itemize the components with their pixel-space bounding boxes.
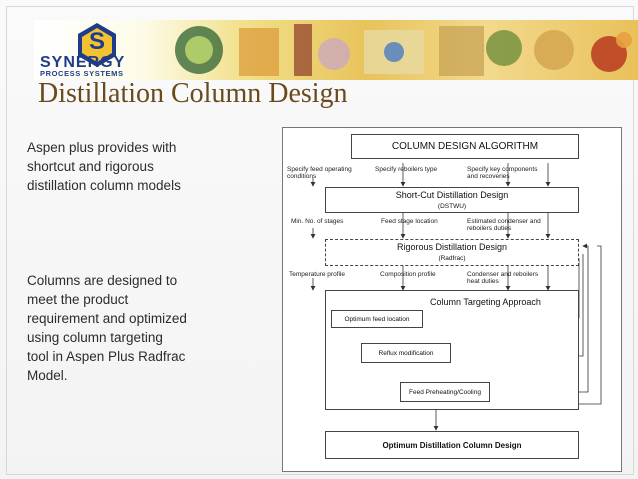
paragraph-shortcut: Aspen plus provides with shortcut and ri…: [27, 140, 181, 193]
banner-art: [34, 20, 638, 80]
final-design-box: Optimum Distillation Column Design: [325, 431, 579, 459]
step-feed-preheating: Feed Preheating/Cooling: [400, 382, 490, 402]
logo-hex-icon: [78, 23, 116, 67]
paragraph-targeting: Columns are designed to meet the product…: [27, 273, 187, 383]
logo-name: SYNERGY: [40, 54, 126, 71]
algorithm-title-box: COLUMN DESIGN ALGORITHM: [351, 134, 579, 159]
input-feed-conditions: Specify feed operating conditions: [287, 166, 352, 180]
logo-letter: S: [89, 28, 106, 55]
output-composition-profile: Composition profile: [380, 271, 436, 278]
output-heat-duties: Condenser and reboilers heat duties: [467, 271, 539, 285]
slide-title: Distillation Column Design: [38, 78, 348, 109]
output-min-stages: Min. No. of stages: [291, 218, 344, 225]
shortcut-subtitle: (DSTWU): [437, 203, 467, 210]
output-feed-stage: Feed stage location: [381, 218, 438, 225]
final-design-label: Optimum Distillation Column Design: [382, 441, 522, 450]
rigorous-subtitle: (Radfrac): [438, 255, 466, 262]
input-key-components: Specify key components and recoveries: [467, 166, 538, 180]
rigorous-title: Rigorous Distillation Design: [396, 242, 508, 252]
output-temperature-profile: Temperature profile: [289, 271, 345, 278]
algorithm-title: COLUMN DESIGN ALGORITHM: [391, 141, 539, 152]
input-reboiler-type: Specify reboilers type: [375, 166, 438, 173]
shortcut-design-box: Short-Cut Distillation Design (DSTWU): [325, 187, 579, 213]
slide-frame: [6, 6, 634, 475]
algorithm-diagram: COLUMN DESIGN ALGORITHM Specify feed ope…: [282, 127, 622, 472]
shortcut-title: Short-Cut Distillation Design: [395, 190, 509, 200]
step-feed-location: Optimum feed location: [331, 310, 423, 328]
header-banner: [34, 20, 638, 80]
logo-subtitle: PROCESS SYSTEMS: [40, 69, 124, 78]
company-logo: S SYNERGY PROCESS SYSTEMS: [38, 22, 156, 78]
rigorous-design-box: Rigorous Distillation Design (Radfrac): [325, 239, 579, 266]
output-estimated-duties: Estimated condenser and reboilers duties: [467, 218, 541, 232]
step-reflux-modification: Reflux modification: [361, 343, 451, 363]
targeting-title: Column Targeting Approach: [430, 297, 541, 307]
